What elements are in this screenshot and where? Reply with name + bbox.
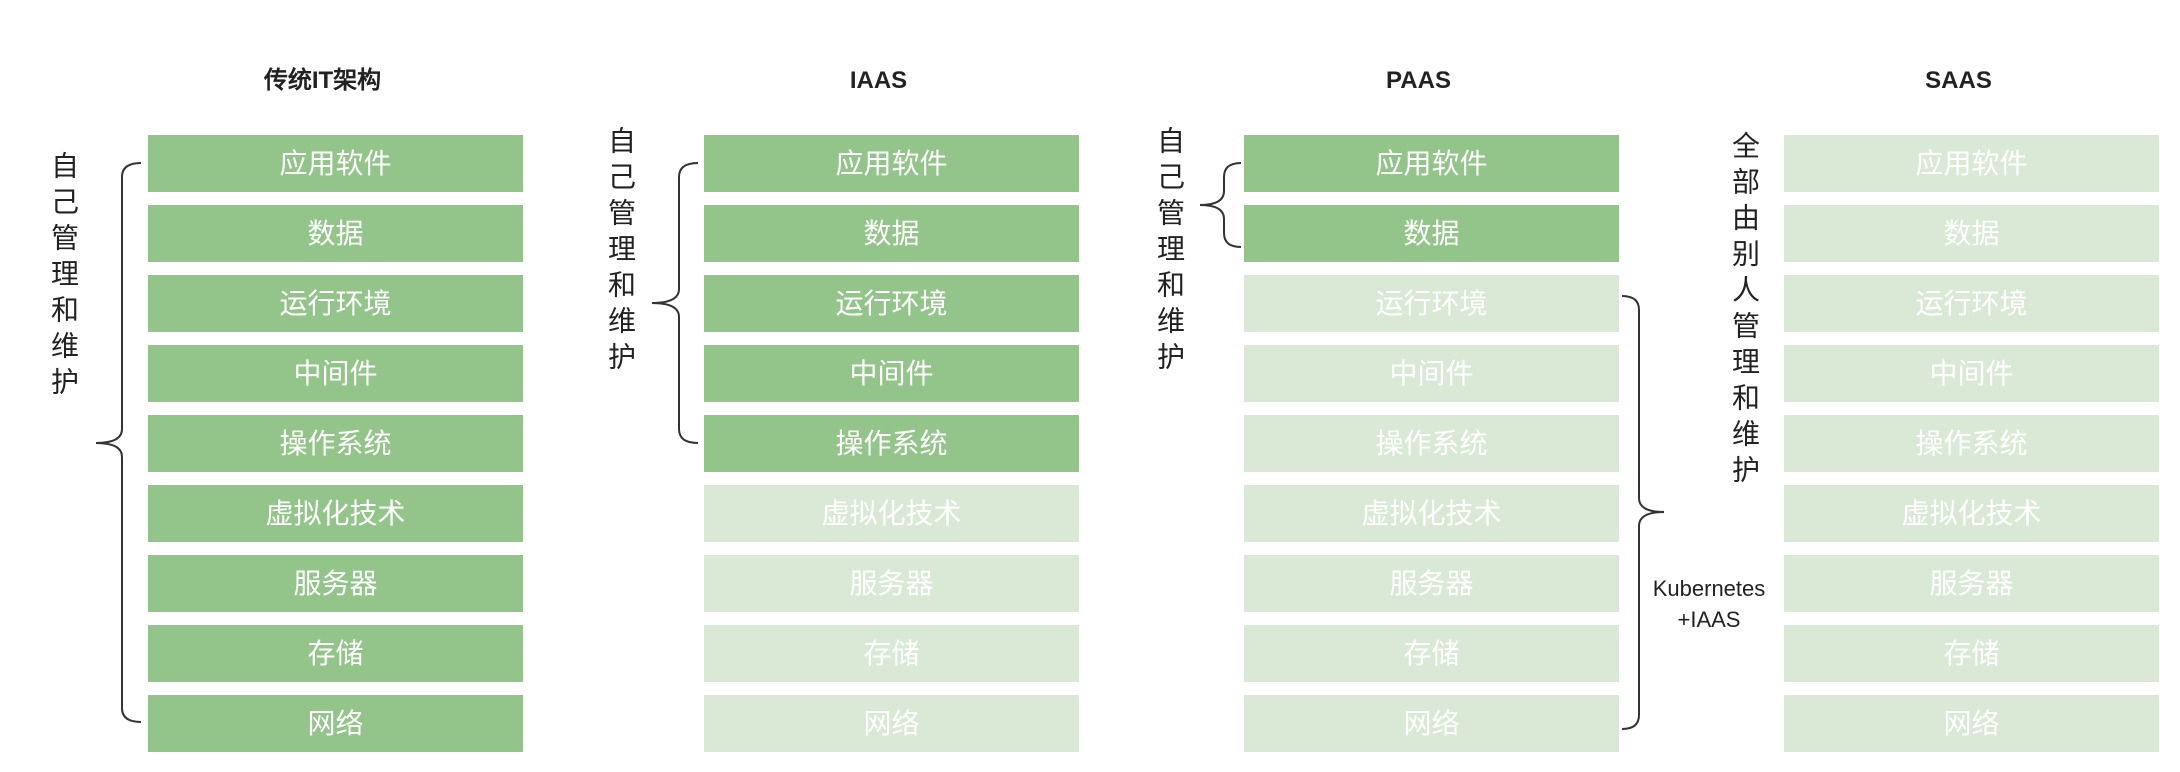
traditional-layer-os: 操作系统 xyxy=(148,415,523,472)
traditional-layer-servers: 服务器 xyxy=(148,555,523,612)
paas-note-line-1: Kubernetes xyxy=(1652,576,1766,601)
iaas-layer-storage: 存储 xyxy=(704,625,1079,682)
traditional-layer-storage: 存储 xyxy=(148,625,523,682)
paas-layer-networking: 网络 xyxy=(1244,695,1619,752)
traditional-layer-application-software: 应用软件 xyxy=(148,135,523,192)
iaas-self-managed-brace xyxy=(651,162,699,444)
traditional-it-title: 传统IT架构 xyxy=(263,67,382,94)
paas-provider-brace xyxy=(1621,295,1665,730)
paas-layer-middleware: 中间件 xyxy=(1244,345,1619,402)
iaas-side-label: 自己管理和维护 xyxy=(605,126,636,378)
saas-title: SAAS xyxy=(1925,67,1992,94)
paas-layer-runtime: 运行环境 xyxy=(1244,275,1619,332)
saas-side-label: 全部由别人管理和维护 xyxy=(1729,131,1760,491)
traditional-layer-data: 数据 xyxy=(148,205,523,262)
iaas-layer-application-software: 应用软件 xyxy=(704,135,1079,192)
paas-layer-os: 操作系统 xyxy=(1244,415,1619,472)
saas-layer-networking: 网络 xyxy=(1784,695,2159,752)
paas-self-managed-brace xyxy=(1199,162,1242,248)
traditional-layer-middleware: 中间件 xyxy=(148,345,523,402)
traditional-it-side-label: 自己管理和维护 xyxy=(48,151,79,403)
iaas-layer-os: 操作系统 xyxy=(704,415,1079,472)
paas-layer-virtualization: 虚拟化技术 xyxy=(1244,485,1619,542)
saas-layer-middleware: 中间件 xyxy=(1784,345,2159,402)
saas-layer-application-software: 应用软件 xyxy=(1784,135,2159,192)
iaas-layer-data: 数据 xyxy=(704,205,1079,262)
saas-layer-virtualization: 虚拟化技术 xyxy=(1784,485,2159,542)
paas-title: PAAS xyxy=(1386,67,1451,94)
paas-layer-storage: 存储 xyxy=(1244,625,1619,682)
iaas-layer-runtime: 运行环境 xyxy=(704,275,1079,332)
paas-provider-note: Kubernetes +IAAS xyxy=(1639,573,1779,635)
traditional-it-self-managed-brace xyxy=(95,162,142,723)
iaas-title: IAAS xyxy=(849,67,908,94)
paas-layer-data: 数据 xyxy=(1244,205,1619,262)
saas-layer-runtime: 运行环境 xyxy=(1784,275,2159,332)
iaas-layer-networking: 网络 xyxy=(704,695,1079,752)
traditional-layer-networking: 网络 xyxy=(148,695,523,752)
traditional-layer-runtime: 运行环境 xyxy=(148,275,523,332)
paas-note-line-2: +IAAS xyxy=(1677,607,1741,632)
iaas-layer-servers: 服务器 xyxy=(704,555,1079,612)
saas-layer-data: 数据 xyxy=(1784,205,2159,262)
paas-layer-application-software: 应用软件 xyxy=(1244,135,1619,192)
iaas-layer-middleware: 中间件 xyxy=(704,345,1079,402)
iaas-layer-virtualization: 虚拟化技术 xyxy=(704,485,1079,542)
saas-layer-os: 操作系统 xyxy=(1784,415,2159,472)
paas-layer-servers: 服务器 xyxy=(1244,555,1619,612)
traditional-layer-virtualization: 虚拟化技术 xyxy=(148,485,523,542)
paas-side-label: 自己管理和维护 xyxy=(1154,126,1185,378)
saas-layer-storage: 存储 xyxy=(1784,625,2159,682)
saas-layer-servers: 服务器 xyxy=(1784,555,2159,612)
